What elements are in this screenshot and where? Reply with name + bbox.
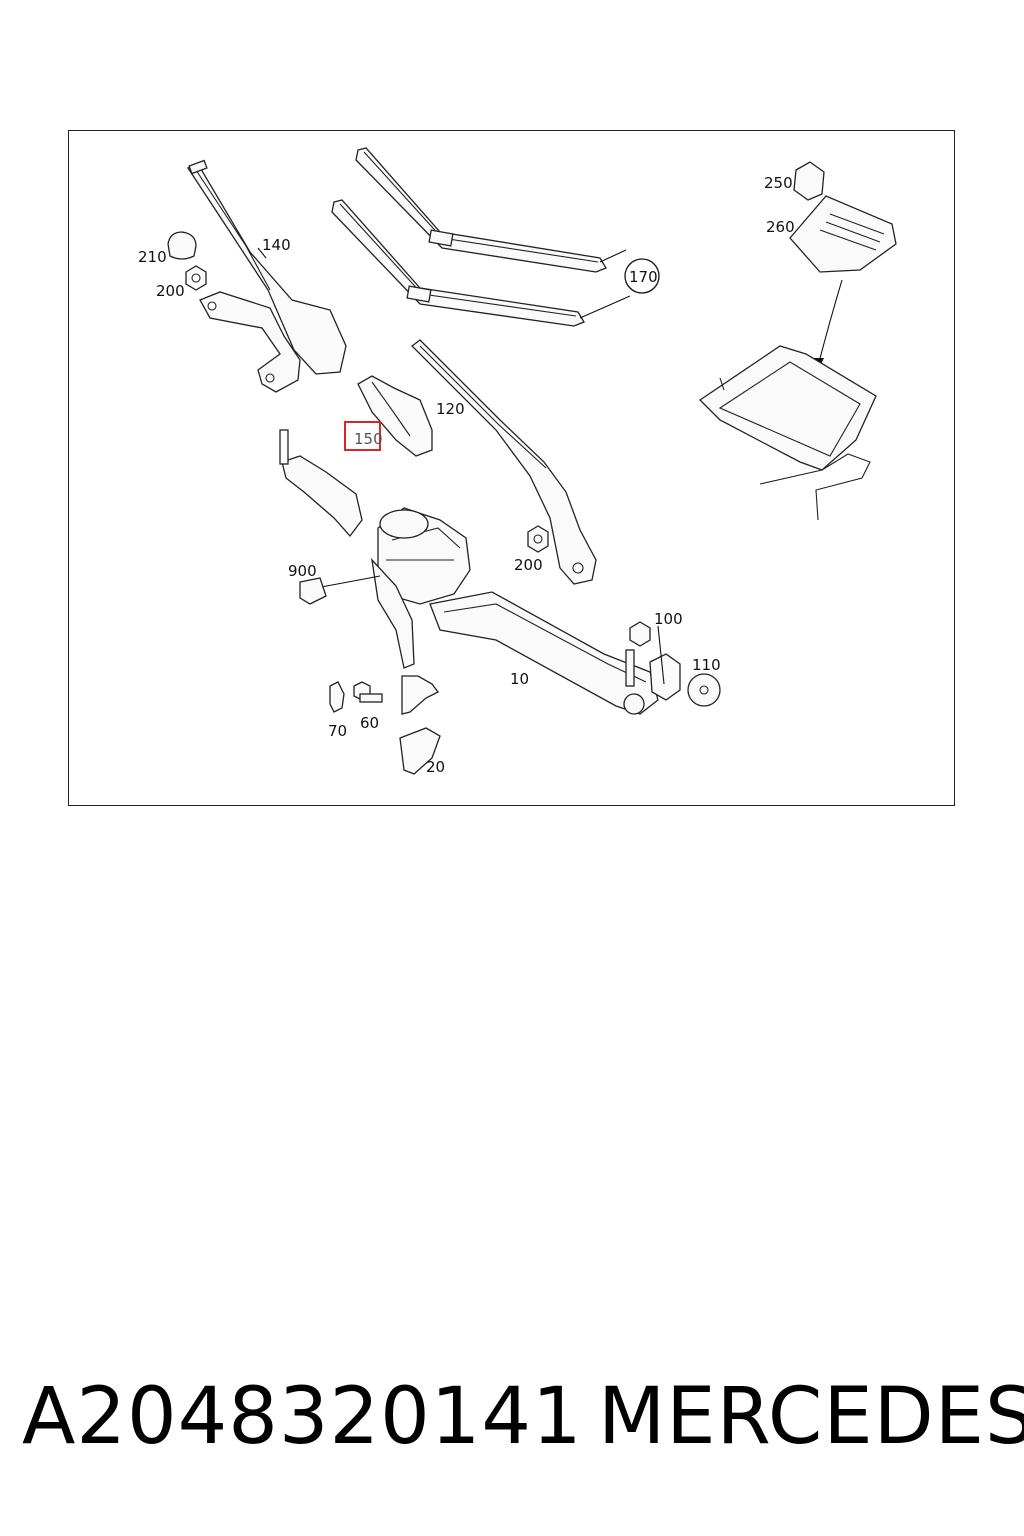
wiper-motor xyxy=(371,507,471,669)
wiper-arm-left xyxy=(187,159,347,393)
callout-260: 260 xyxy=(766,218,795,236)
sensor-250 xyxy=(793,161,825,201)
callout-60: 60 xyxy=(360,714,379,732)
nut-200-right xyxy=(527,525,549,553)
cap-210 xyxy=(167,231,197,260)
callout-70: 70 xyxy=(328,722,347,740)
bolt-60 xyxy=(353,681,383,703)
cap-70 xyxy=(329,681,345,713)
callout-circle-170 xyxy=(624,258,660,294)
highlight-box-150 xyxy=(344,421,381,451)
bushing-100 xyxy=(649,653,681,701)
bracket-20 xyxy=(399,727,441,775)
wiper-linkage-10 xyxy=(279,429,659,715)
bracket-upper xyxy=(401,675,439,715)
leader-170 xyxy=(579,249,631,319)
callout-110: 110 xyxy=(692,656,721,674)
wiper-blade-lower xyxy=(331,199,585,327)
callout-10: 10 xyxy=(510,670,529,688)
footer: A2048320141 MERCEDES xyxy=(0,1372,1024,1472)
callout-200-right: 200 xyxy=(514,556,543,574)
nut-100 xyxy=(629,621,651,647)
wiper-arm-right xyxy=(411,339,597,585)
nut-200-left xyxy=(185,265,207,291)
callout-200-left: 200 xyxy=(156,282,185,300)
callout-140: 140 xyxy=(262,236,291,254)
wiper-blade-upper xyxy=(355,147,607,273)
callout-250: 250 xyxy=(764,174,793,192)
windshield xyxy=(698,345,877,521)
callout-120: 120 xyxy=(436,400,465,418)
part-number: A2048320141 xyxy=(22,1372,583,1462)
callout-150: 150 xyxy=(354,430,383,448)
cover-150 xyxy=(357,375,433,457)
connector-900 xyxy=(299,577,327,605)
callout-900: 900 xyxy=(288,562,317,580)
brand-name: MERCEDES xyxy=(598,1372,1024,1462)
callout-170: 170 xyxy=(629,268,658,286)
callout-100: 100 xyxy=(654,610,683,628)
sensor-cover-260 xyxy=(789,195,897,273)
callout-20: 20 xyxy=(426,758,445,776)
grommet-110 xyxy=(687,673,721,707)
callout-210: 210 xyxy=(138,248,167,266)
